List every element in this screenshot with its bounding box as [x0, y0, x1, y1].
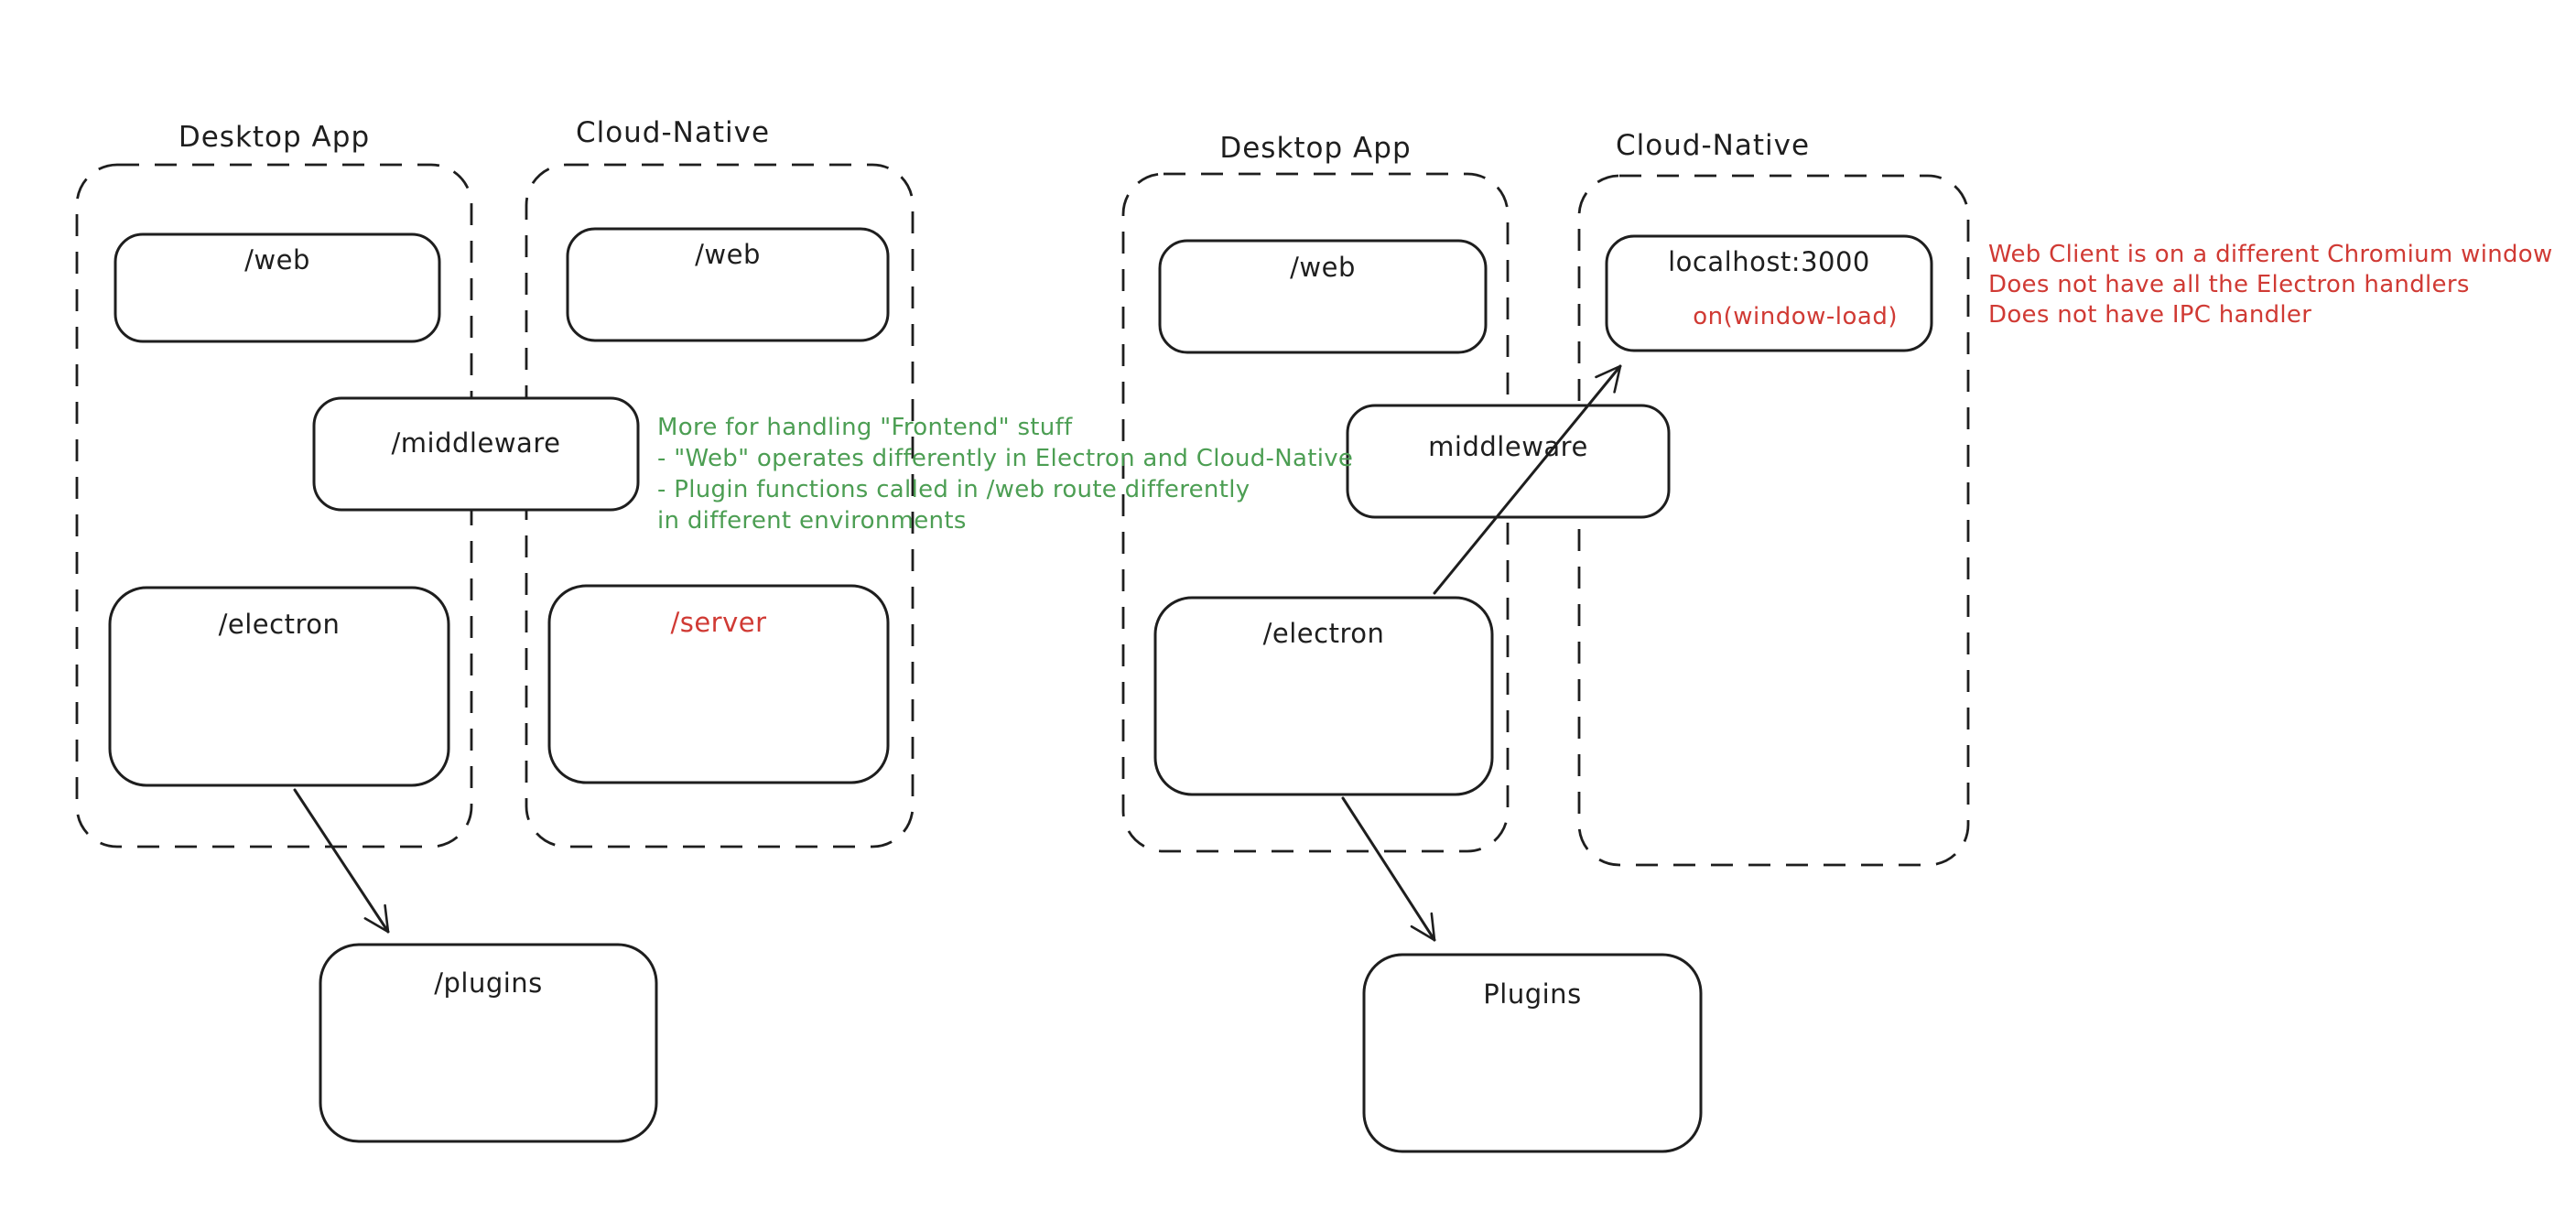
right-desktop-web-box [1158, 239, 1488, 354]
green-annotation-line: in different environments [657, 507, 967, 535]
right-electron-box [1153, 596, 1494, 796]
arrow-right-electron-to-plugins [1341, 796, 1436, 942]
right-desktop-app-group-title: Desktop App [1219, 132, 1412, 165]
right-localhost-box-label: localhost:3000 [1668, 246, 1870, 277]
right-localhost-box [1605, 234, 1933, 352]
right-desktop-web-box-label: /web [1290, 252, 1356, 283]
right-desktop-app-group-frame [1121, 172, 1510, 853]
green-annotation: More for handling "Frontend" stuff - "We… [657, 412, 1353, 536]
left-desktop-app-group-title: Desktop App [178, 121, 371, 154]
left-electron-box [108, 586, 450, 787]
left-middleware-box [312, 396, 640, 512]
left-desktop-web-box [114, 232, 441, 343]
left-desktop-web-box-label: /web [244, 244, 310, 276]
right-cloud-native-group-frame [1577, 174, 1970, 867]
right-cloud-native-group-title: Cloud-Native [1615, 129, 1811, 162]
red-annotation: Web Client is on a different Chromium wi… [1988, 240, 2553, 330]
red-annotation-line: Does not have all the Electron handlers [1988, 271, 2470, 298]
left-server-box-label: /server [670, 607, 767, 638]
left-server-box [547, 584, 890, 784]
right-middleware-box-label: middleware [1428, 431, 1588, 462]
right-electron-box-label: /electron [1262, 618, 1385, 649]
left-electron-box-label: /electron [218, 609, 341, 640]
green-annotation-line: - "Web" operates differently in Electron… [657, 445, 1354, 472]
left-plugins-box [319, 943, 658, 1143]
red-annotation-line: Does not have IPC handler [1988, 301, 2312, 329]
left-cloud-web-box [566, 227, 890, 342]
left-cloud-native-group-title: Cloud-Native [575, 116, 771, 149]
right-plugins-box-label: Plugins [1483, 978, 1582, 1010]
right-middleware-box [1346, 404, 1671, 519]
green-annotation-line: More for handling "Frontend" stuff [657, 414, 1073, 441]
right-plugins-box [1362, 953, 1703, 1153]
red-annotation-line: Web Client is on a different Chromium wi… [1988, 241, 2553, 268]
arrow-right-electron-to-localhost [1433, 364, 1622, 595]
left-plugins-box-label: /plugins [434, 967, 543, 999]
arrow-left-electron-to-plugins [293, 788, 390, 934]
right-localhost-window-load-label: on(window-load) [1693, 303, 1898, 330]
left-cloud-web-box-label: /web [695, 239, 761, 270]
left-middleware-box-label: /middleware [391, 427, 561, 459]
green-annotation-line: - Plugin functions called in /web route … [657, 476, 1250, 503]
